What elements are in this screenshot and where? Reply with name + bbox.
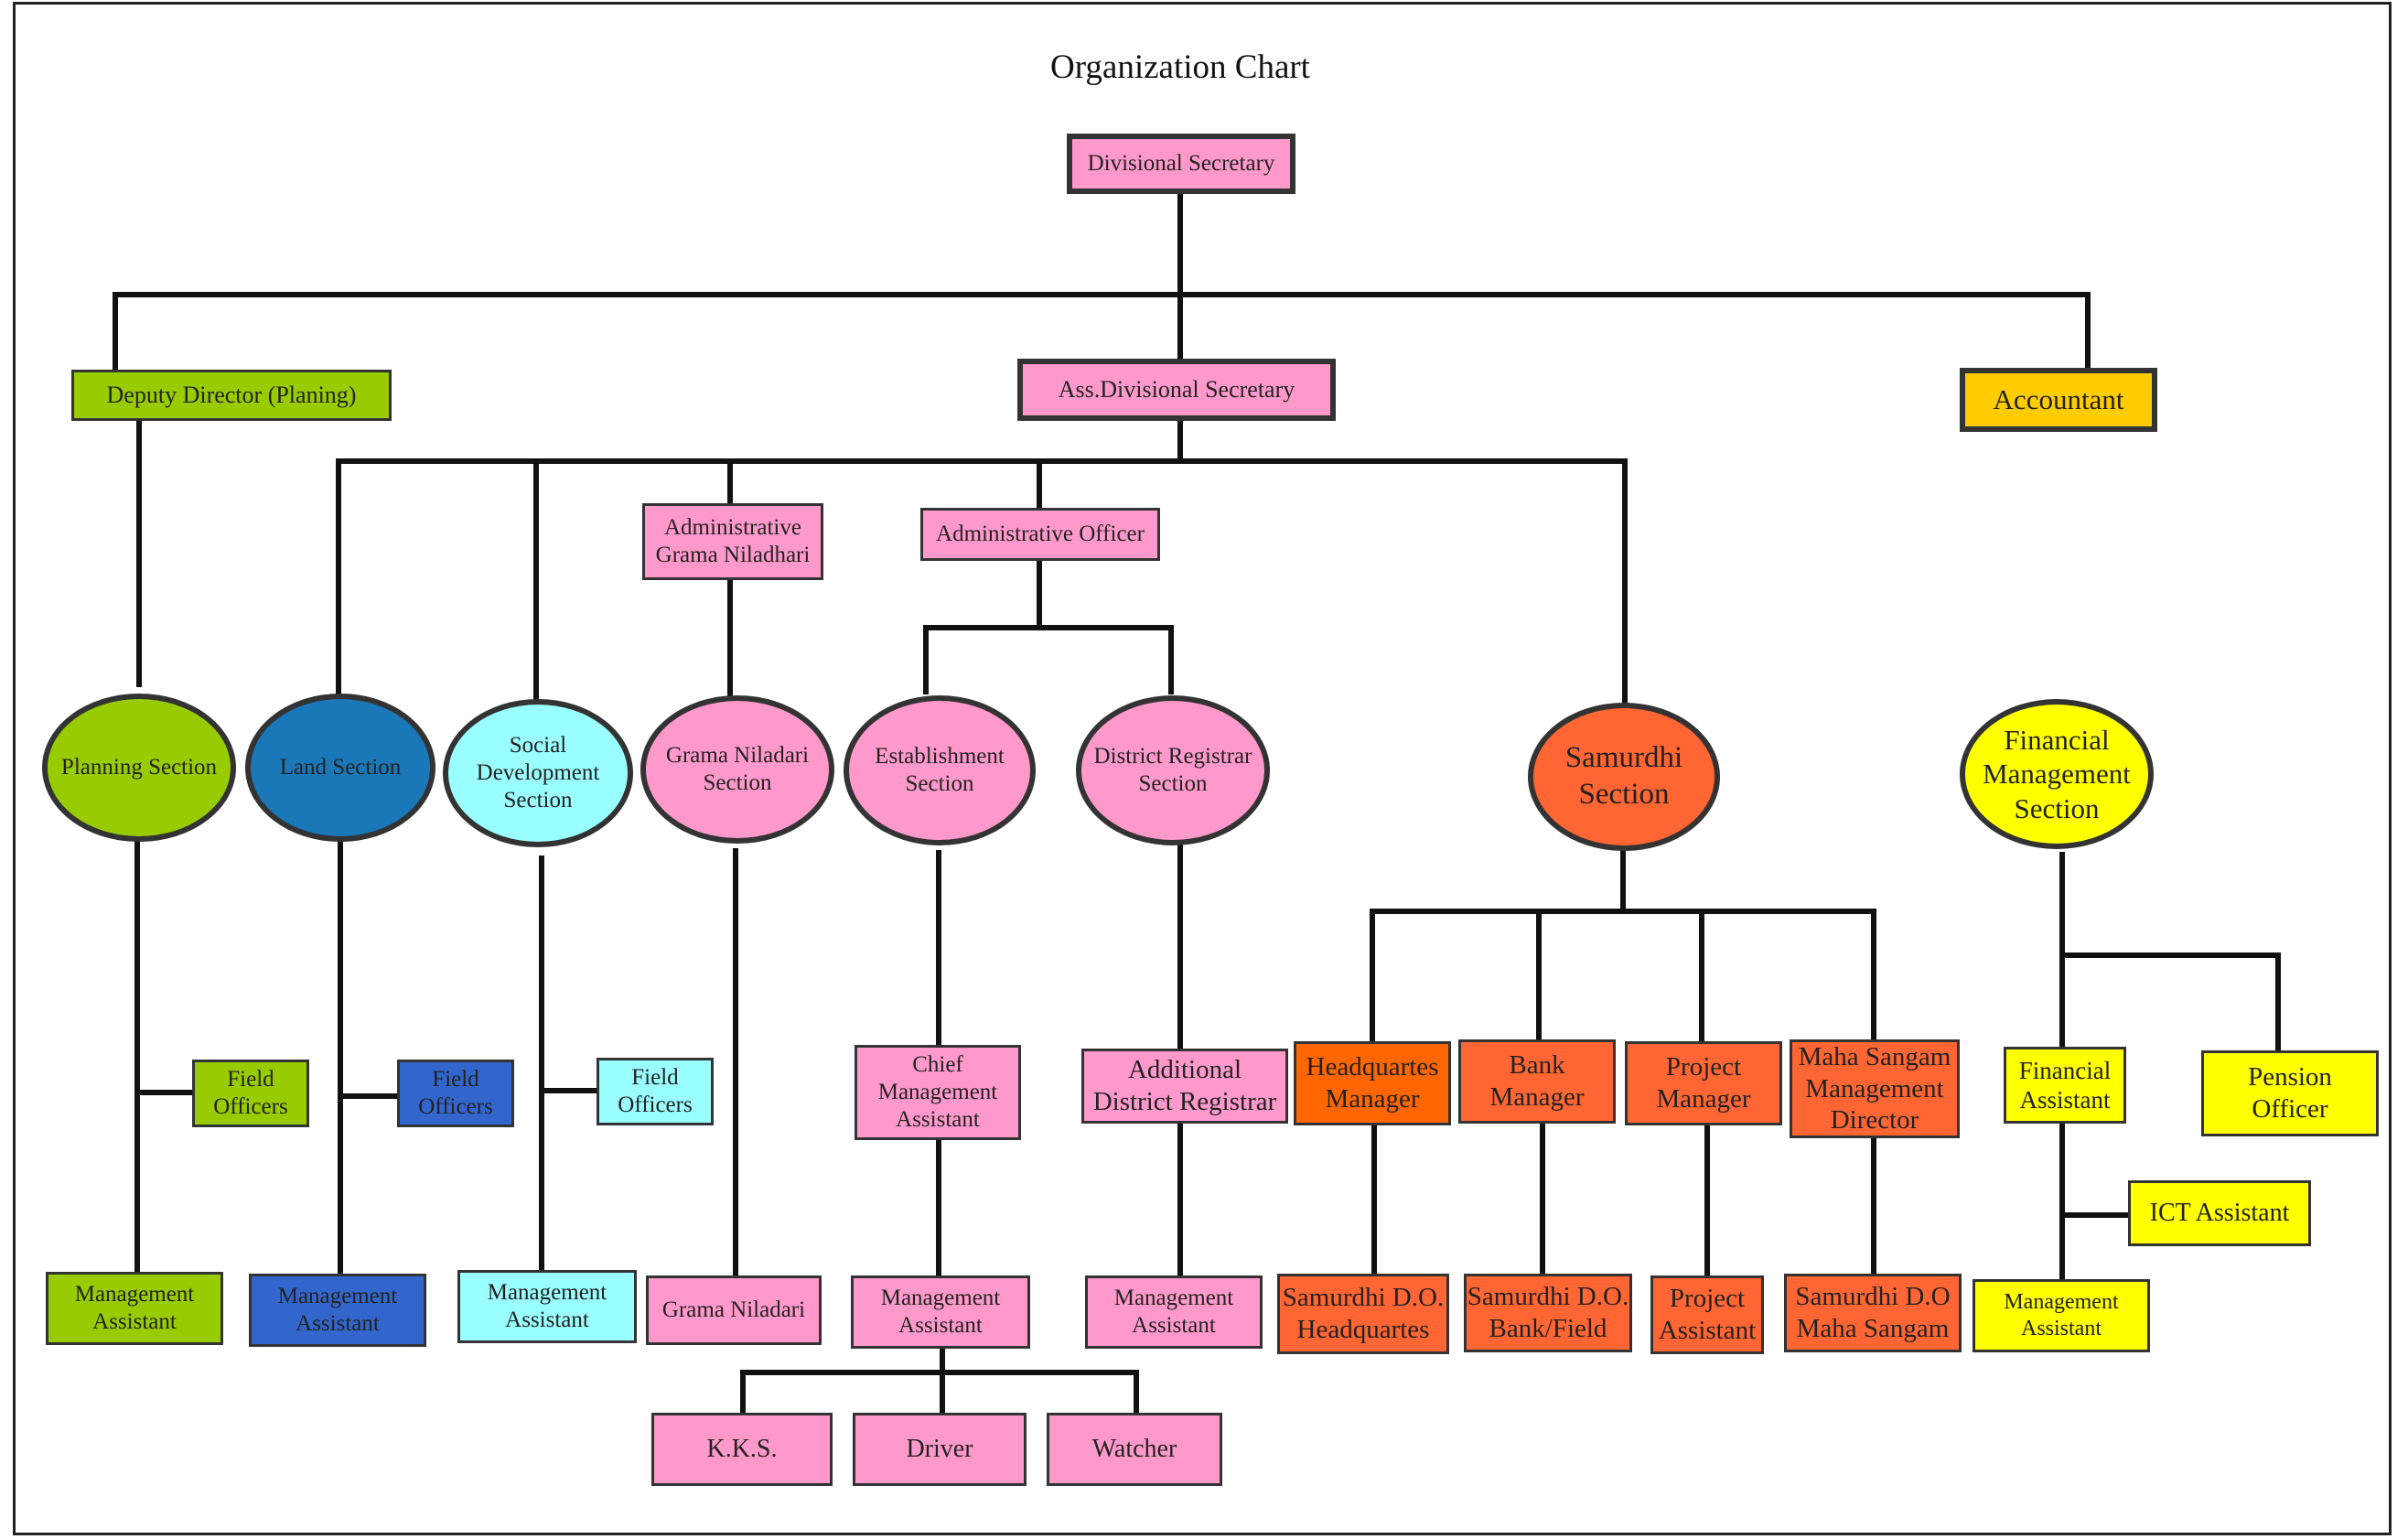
management-assistant-social-box: Management Assistant <box>457 1270 637 1343</box>
deputy-director-box: Deputy Director (Planing) <box>71 370 392 421</box>
maha-sangam-director-box: Maha Sangam Management Director <box>1790 1039 1960 1138</box>
pension-officer-box: Pension Officer <box>2201 1050 2379 1136</box>
planning-section-ellipse: Planning Section <box>42 694 236 842</box>
financial-assistant-box: Financial Assistant <box>2004 1047 2126 1124</box>
chief-management-assistant-box: Chief Management Assistant <box>855 1045 1021 1140</box>
financial-management-section-ellipse: Financial Management Section <box>1960 699 2154 849</box>
samurdhi-do-maha-sangam-box: Samurdhi D.O Maha Sangam <box>1784 1274 1962 1352</box>
management-assistant-financial-box: Management Assistant <box>1973 1279 2150 1352</box>
project-manager-box: Project Manager <box>1625 1041 1782 1125</box>
establishment-section-ellipse: Establishment Section <box>844 695 1036 845</box>
samurdhi-do-headquartes-box: Samurdhi D.O. Headquartes <box>1277 1274 1449 1354</box>
additional-district-registrar-box: Additional District Registrar <box>1081 1049 1288 1124</box>
management-assistant-establishment-box: Management Assistant <box>851 1275 1030 1349</box>
district-registrar-section-ellipse: District Registrar Section <box>1076 695 1270 845</box>
grama-niladari-box: Grama Niladari <box>646 1275 822 1345</box>
chart-frame <box>13 2 2392 1535</box>
chart-title: Organization Chart <box>1050 48 1310 86</box>
kks-box: K.K.S. <box>651 1413 833 1486</box>
watcher-box: Watcher <box>1047 1413 1222 1486</box>
samurdhi-do-bank-field-box: Samurdhi D.O. Bank/Field <box>1464 1274 1632 1352</box>
ict-assistant-box: ICT Assistant <box>2128 1180 2311 1246</box>
project-assistant-box: Project Assistant <box>1650 1275 1764 1354</box>
management-assistant-land-box: Management Assistant <box>249 1274 426 1347</box>
accountant-box: Accountant <box>1960 368 2157 432</box>
samurdhi-section-ellipse: Samurdhi Section <box>1528 703 1720 851</box>
divisional-secretary-box: Divisional Secretary <box>1067 134 1295 194</box>
driver-box: Driver <box>853 1413 1027 1486</box>
field-officers-social-box: Field Officers <box>597 1058 714 1125</box>
field-officers-land-box: Field Officers <box>397 1060 514 1127</box>
management-assistant-registrar-box: Management Assistant <box>1085 1275 1263 1349</box>
admin-grama-niladhari-box: Administrative Grama Niladhari <box>642 503 823 580</box>
management-assistant-planning-box: Management Assistant <box>46 1272 223 1345</box>
social-development-section-ellipse: Social Development Section <box>443 699 633 847</box>
field-officers-planning-box: Field Officers <box>192 1060 309 1127</box>
administrative-officer-box: Administrative Officer <box>920 508 1160 561</box>
grama-niladari-section-ellipse: Grama Niladari Section <box>640 695 834 844</box>
bank-manager-box: Bank Manager <box>1458 1039 1616 1124</box>
ass-divisional-secretary-box: Ass.Divisional Secretary <box>1017 359 1336 421</box>
land-section-ellipse: Land Section <box>245 694 435 842</box>
headquartes-manager-box: Headquartes Manager <box>1294 1041 1451 1125</box>
